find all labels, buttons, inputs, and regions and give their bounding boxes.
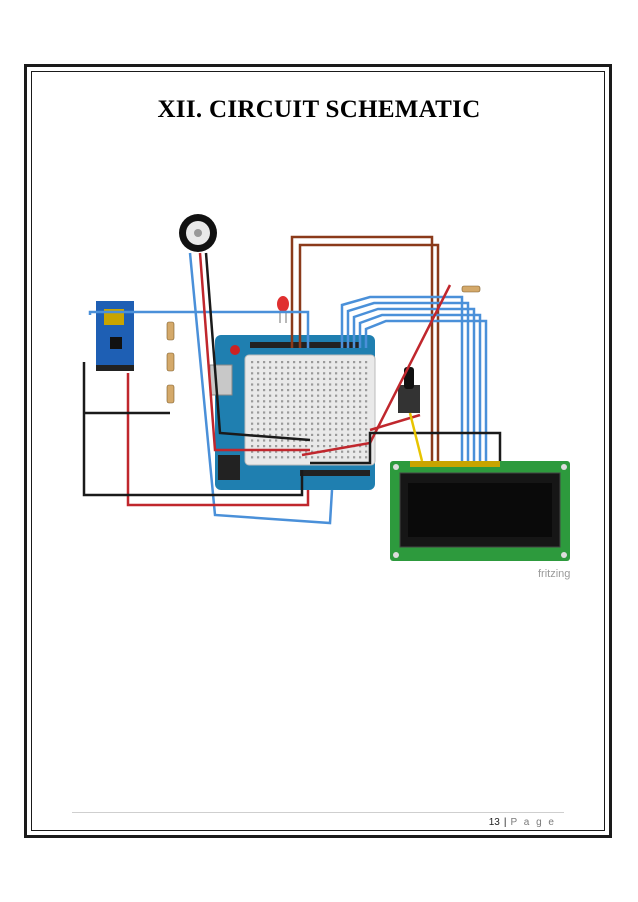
wires <box>82 235 502 525</box>
potentiometer <box>398 367 420 413</box>
section-title: XII. CIRCUIT SCHEMATIC <box>157 96 481 123</box>
page-number: 13 <box>488 817 500 828</box>
page-border <box>24 64 612 838</box>
circuit-schematic: fritzing <box>82 214 570 580</box>
page-separator: | <box>503 817 507 828</box>
lcd-display <box>390 461 570 561</box>
fritzing-watermark: fritzing <box>538 568 570 580</box>
footer-divider <box>72 812 564 813</box>
red-led <box>277 296 289 323</box>
page-border-inner <box>31 71 605 831</box>
page-footer: 13|P a g e <box>489 817 556 828</box>
page-label: P a g e <box>510 817 556 828</box>
breadboard <box>244 354 376 466</box>
resistors <box>166 285 481 404</box>
heart-rate-sensor <box>179 214 217 252</box>
